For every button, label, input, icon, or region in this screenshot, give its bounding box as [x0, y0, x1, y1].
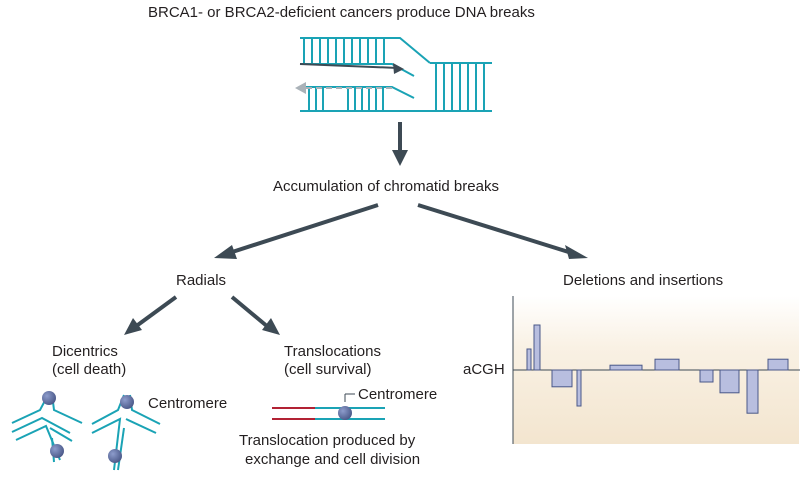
- acgh-bar: [767, 358, 789, 371]
- acgh-bar: [551, 369, 573, 388]
- acgh-bar: [719, 369, 740, 394]
- acgh-bar: [609, 364, 643, 371]
- node-dicentrics: Dicentrics: [52, 343, 118, 360]
- centromere-icon: [42, 391, 134, 463]
- node-deletions-insertions: Deletions and insertions: [563, 272, 724, 289]
- acgh-bars: [526, 324, 789, 414]
- node-dicentrics-note: (cell death): [52, 361, 127, 378]
- diagram-title: BRCA1- or BRCA2-deficient cancers produc…: [148, 4, 535, 21]
- translocation-caption-line2: exchange and cell division: [245, 451, 421, 468]
- acgh-axis-label: aCGH: [463, 361, 505, 378]
- node-accumulation: Accumulation of chromatid breaks: [273, 178, 499, 195]
- translocation-icon: [272, 393, 385, 420]
- dna-fork-icon: [300, 37, 492, 112]
- acgh-bar: [746, 369, 759, 414]
- nascent-strand-arrows: [295, 63, 404, 94]
- acgh-bar: [654, 358, 680, 371]
- translocation-caption-line1: Translocation produced by: [239, 432, 416, 449]
- centromere-icon: [338, 406, 352, 420]
- acgh-bar: [533, 324, 541, 371]
- flow-arrows: [124, 122, 588, 335]
- acgh-bar: [699, 369, 714, 383]
- centromere-label-right: Centromere: [358, 386, 438, 403]
- centromere-label-left: Centromere: [148, 395, 228, 412]
- node-translocations: Translocations: [284, 343, 381, 360]
- acgh-bar: [526, 348, 532, 371]
- node-radials: Radials: [176, 272, 227, 289]
- dicentric-chromosome-icon: [11, 393, 161, 471]
- acgh-bar: [576, 369, 582, 407]
- node-translocations-note: (cell survival): [284, 361, 372, 378]
